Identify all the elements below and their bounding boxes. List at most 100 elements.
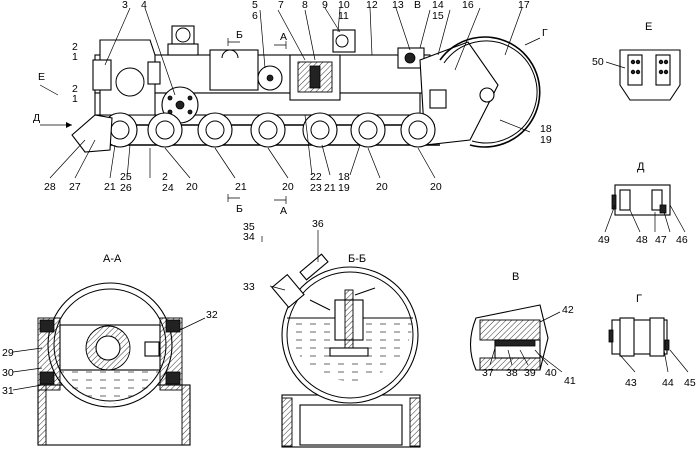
bb-arms bbox=[309, 287, 376, 311]
callout: 26 bbox=[120, 182, 132, 194]
callout: 20 bbox=[186, 181, 198, 193]
view-E-plate-left bbox=[627, 54, 643, 86]
callout: 5 bbox=[252, 0, 258, 11]
bb-drum-inner bbox=[286, 271, 414, 399]
callout: 31 bbox=[2, 385, 14, 397]
g-nut bbox=[664, 339, 670, 351]
bb-rod bbox=[344, 289, 354, 349]
callout: 18 bbox=[338, 171, 350, 183]
callout: 1 bbox=[72, 51, 78, 63]
callout: 48 bbox=[636, 234, 648, 246]
bolt bbox=[630, 59, 636, 65]
leader-lines-bottom bbox=[49, 114, 531, 179]
callout: 11 bbox=[338, 10, 349, 22]
view-V bbox=[469, 304, 563, 373]
section-mark: А bbox=[280, 205, 287, 217]
callout: 40 bbox=[545, 367, 557, 379]
callout: 36 bbox=[312, 218, 324, 230]
callout: 45 bbox=[684, 377, 696, 389]
bb-fill-cap bbox=[299, 253, 329, 281]
view-D-nut bbox=[659, 204, 667, 214]
callout: 4 bbox=[141, 0, 147, 11]
sprocket-17-inner bbox=[443, 40, 538, 144]
arrow-G bbox=[524, 37, 541, 46]
callout: 14 bbox=[432, 0, 444, 11]
hub-bolt bbox=[187, 95, 193, 101]
callout: 12 bbox=[366, 0, 378, 11]
view-title: А-А bbox=[103, 253, 122, 265]
aa-seal bbox=[39, 371, 55, 385]
aa-base-wall bbox=[181, 384, 191, 446]
callout: Д bbox=[33, 112, 40, 124]
callout: 38 bbox=[506, 367, 518, 379]
bolt bbox=[635, 59, 641, 65]
road-wheel bbox=[147, 112, 183, 148]
rear-opening bbox=[115, 67, 145, 97]
callout: 21 bbox=[235, 181, 247, 193]
callout: 17 bbox=[518, 0, 530, 11]
callout: 8 bbox=[302, 0, 308, 11]
view-title: Д bbox=[637, 161, 645, 173]
callout: 21 bbox=[104, 181, 116, 193]
main-view bbox=[39, 7, 541, 204]
v-seal bbox=[494, 339, 536, 347]
sprocket-17 bbox=[439, 36, 541, 148]
section-AA bbox=[12, 282, 206, 446]
callout: 50 bbox=[592, 56, 604, 68]
callout: 37 bbox=[482, 367, 494, 379]
rear-housing bbox=[99, 39, 156, 116]
v-upper-section bbox=[479, 319, 541, 341]
view-title: Г bbox=[636, 293, 642, 305]
fitting-13-core bbox=[404, 52, 416, 64]
top-fitting-left-circle bbox=[175, 27, 191, 43]
callout: 49 bbox=[598, 234, 610, 246]
callout: 23 bbox=[310, 182, 322, 194]
arrow-D-head bbox=[66, 122, 72, 128]
callout: 20 bbox=[430, 181, 442, 193]
callout: 20 bbox=[376, 181, 388, 193]
callout: 20 bbox=[282, 181, 294, 193]
callout: 13 bbox=[392, 0, 404, 11]
g-leaders bbox=[619, 349, 689, 373]
callout: 34 bbox=[243, 231, 255, 243]
view-title: В bbox=[512, 271, 519, 283]
callout: 2 bbox=[162, 171, 168, 183]
tank-cap bbox=[221, 49, 239, 59]
top-fitting-right-circle bbox=[335, 34, 349, 48]
road-wheel bbox=[400, 112, 436, 148]
callout: 44 bbox=[662, 377, 674, 389]
callout: 28 bbox=[44, 181, 56, 193]
aa-key bbox=[144, 341, 160, 357]
hub-bolt bbox=[187, 109, 193, 115]
aa-shaft-bore bbox=[95, 335, 121, 361]
road-wheel bbox=[197, 112, 233, 148]
callout: 43 bbox=[625, 377, 637, 389]
callout: 35 bbox=[243, 221, 255, 233]
callout: Г bbox=[542, 27, 548, 39]
road-wheel-hub bbox=[310, 120, 330, 140]
callout: 2 bbox=[72, 41, 78, 53]
callout: 9 bbox=[322, 0, 328, 11]
road-wheel bbox=[302, 112, 338, 148]
leader bbox=[605, 61, 626, 69]
bb-stand-inner bbox=[299, 404, 403, 446]
view-D-part bbox=[619, 189, 631, 211]
bb-fill-neck bbox=[271, 273, 305, 309]
v-leaders bbox=[489, 311, 563, 373]
callout: 46 bbox=[676, 234, 688, 246]
g-nut bbox=[608, 329, 614, 343]
callout: 39 bbox=[524, 367, 536, 379]
top-fitting-left bbox=[171, 25, 195, 45]
hub-bolt bbox=[167, 95, 173, 101]
callout: 19 bbox=[338, 182, 350, 194]
gearbox-core bbox=[309, 65, 321, 89]
top-fitting-right bbox=[332, 29, 356, 53]
view-D bbox=[604, 184, 686, 233]
view-E-plate-right bbox=[655, 54, 671, 86]
top-fitting-left-base bbox=[167, 43, 199, 56]
callout: 10 bbox=[338, 0, 350, 11]
callout: 16 bbox=[462, 0, 474, 11]
view-E bbox=[605, 49, 681, 101]
bolt bbox=[663, 59, 669, 65]
